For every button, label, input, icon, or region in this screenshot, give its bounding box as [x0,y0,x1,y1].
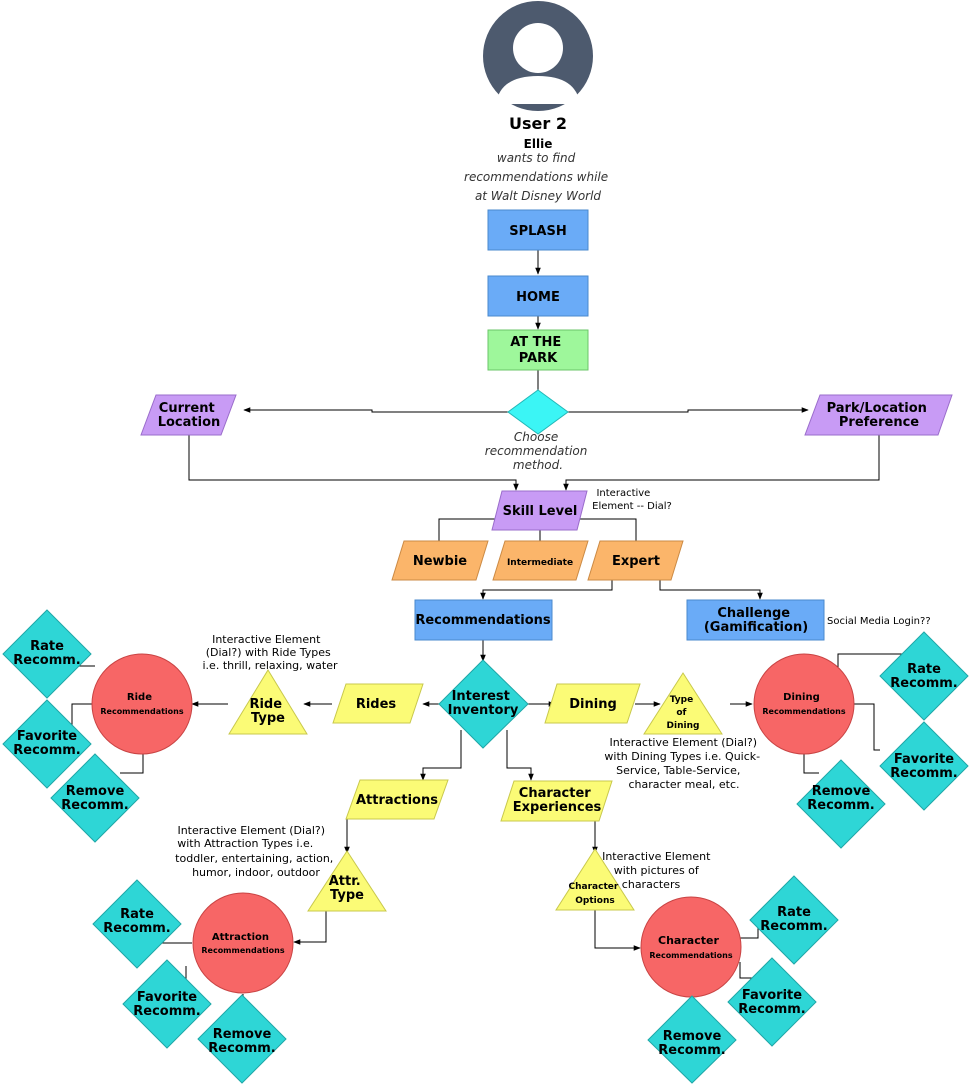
svg-text:Park/Location Preference: Park/Location Preference [827,401,932,430]
user-name: Ellie [524,137,553,151]
skill-note: Interactive Element -- Dial? [592,488,672,512]
choose-method-label: Choose recommendation method. [485,430,591,472]
svg-text:Ride Type: Ride Type [249,697,286,726]
svg-text:Dining: Dining [569,697,617,712]
svg-text:Recommendations: Recommendations [415,613,551,628]
svg-text:Current Location: Current Location [158,401,221,430]
character-options-selector[interactable]: Character Options [555,848,635,911]
skill-level-input[interactable]: Skill Level [491,490,588,531]
park-preference-input[interactable]: Park/Location Preference [804,394,953,436]
dining-option[interactable]: Dining [544,683,641,724]
svg-text:Type of Dining: Type of Dining [667,695,700,731]
rides-option[interactable]: Rides [332,683,424,724]
svg-text:Challenge (Gamification): Challenge (Gamification) [704,606,808,635]
splash-screen[interactable]: SPLASH [487,209,589,251]
ride-type-note: Interactive Element (Dial?) with Ride Ty… [203,633,338,672]
svg-text:Character Experiences: Character Experiences [513,786,602,815]
current-location-input[interactable]: Current Location [140,394,237,436]
dining-type-selector[interactable]: Type of Dining [643,672,723,735]
attraction-type-note: Interactive Element (Dial?) with Attract… [175,824,337,879]
svg-text:Skill Level: Skill Level [503,504,578,519]
expert-option[interactable]: Expert [587,540,684,581]
svg-text:Rides: Rides [356,697,397,712]
character-options-note: Interactive Element with pictures of cha… [602,850,714,891]
challenge-screen[interactable]: Challenge (Gamification) [686,599,825,641]
svg-text:Dining Recommendations: Dining Recommendations [762,685,846,716]
attraction-recommendations[interactable]: Attraction Recommendations [192,892,294,994]
choose-method-decision[interactable] [507,389,569,435]
ride-type-selector[interactable]: Ride Type [228,669,308,735]
svg-text:Attractions: Attractions [356,793,438,808]
svg-text:HOME: HOME [516,290,560,305]
recommendations-screen[interactable]: Recommendations [414,599,553,641]
svg-text:SPLASH: SPLASH [509,224,566,239]
dining-type-note: Interactive Element (Dial?) with Dining … [604,736,763,791]
svg-text:AT THE PARK: AT THE PARK [510,335,566,366]
svg-text:Intermediate: Intermediate [507,558,573,568]
attractions-option[interactable]: Attractions [345,779,449,820]
svg-text:Ride Recommendations: Ride Recommendations [100,685,184,716]
home-screen[interactable]: HOME [487,275,589,317]
newbie-option[interactable]: Newbie [391,540,489,581]
svg-text:Character Options: Character Options [569,882,622,906]
intermediate-option[interactable]: Intermediate [492,540,589,581]
svg-text:Newbie: Newbie [413,554,467,569]
svg-text:Interest Inventory: Interest Inventory [448,689,519,718]
character-experiences-option[interactable]: Character Experiences [500,780,613,822]
svg-text:Expert: Expert [612,554,660,569]
ride-recommendations[interactable]: Ride Recommendations [91,653,193,755]
user-title: User 2 [509,114,567,133]
character-recommendations[interactable]: Character Recommendations [640,896,742,998]
attraction-type-selector[interactable]: Attr. Type [307,850,387,912]
svg-text:Attr. Type: Attr. Type [329,874,366,903]
interest-inventory-decision[interactable]: Interest Inventory [438,659,529,749]
connector-lines [61,250,924,1012]
svg-text:Character Recommendation: Character Recommendations [649,929,733,960]
user-goal: wants to find recommendations while at W… [464,151,612,203]
challenge-note: Social Media Login?? [827,616,931,627]
dining-recommendations[interactable]: Dining Recommendations [753,653,855,755]
user-avatar [483,1,593,111]
svg-text:Attraction Recommendatio: Attraction Recommendations [201,925,285,955]
at-park-screen[interactable]: AT THE PARK [487,329,589,371]
